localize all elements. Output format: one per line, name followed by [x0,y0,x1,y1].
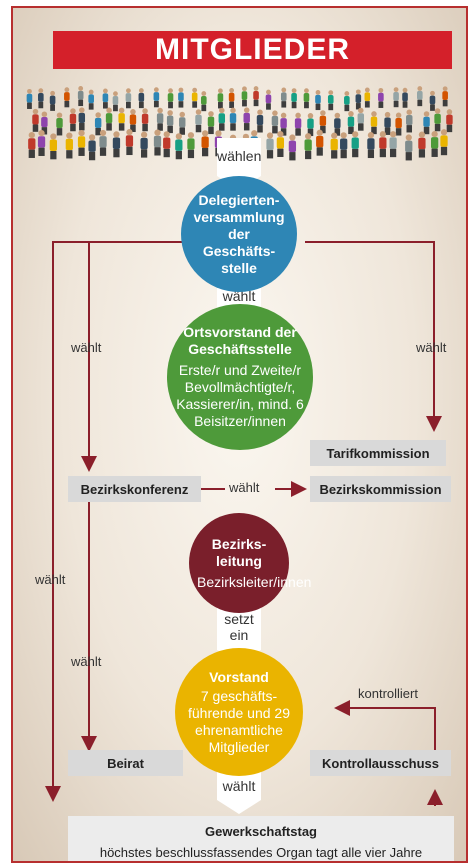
bezirksleitung-title: Bezirks-leitung [211,535,267,569]
delegierten-text: Delegierten-versammlung der Geschäfts-st… [193,191,285,276]
gewerkschaftstag-title: Gewerkschaftstag [205,824,317,839]
ortsvorstand-title: Ortsvorstand der Geschäftsstelle [183,324,297,357]
label-waehlt-bottom: wählt [217,778,261,794]
ortsvorstand-body: Erste/r und Zweite/r Bevollmächtigte/r, … [176,362,304,429]
gewerkschaftstag-subtitle: höchstes beschlussfassendes Organ tagt a… [99,845,423,860]
label-waehlt-mid: wählt [229,480,260,495]
bezirkskommission-box: Bezirkskommission [310,476,451,502]
vorstand-circle: Vorstand 7 geschäfts-führende und 29 ehr… [175,648,303,776]
label-kontrolliert: kontrolliert [358,686,418,701]
label-waehlt-left-top: wählt [71,340,102,355]
beirat-box: Beirat [68,750,183,776]
diagram-frame: MITGLIEDER [11,6,468,863]
label-waehlen: wählen [217,148,262,164]
bezirksleitung-circle: Bezirks-leitung Bezirksleiter/innen [189,513,312,613]
bezirksleitung-body: Bezirksleiter/innen [197,573,312,590]
tarifkommission-box: Tarifkommission [310,440,446,466]
label-waehlt-top: wählt [217,288,261,304]
vorstand-body: 7 geschäfts-führende und 29 ehrenamtlich… [188,687,290,755]
label-waehlt-right-top: wählt [416,340,447,355]
label-waehlt-left-bottom: wählt [71,654,102,669]
kontrollausschuss-box: Kontrollausschuss [310,750,451,776]
vorstand-title: Vorstand [209,668,269,685]
gewerkschaftstag-box: Gewerkschaftstag höchstes beschlussfasse… [68,816,454,861]
label-setzt-ein: setzt ein [217,611,261,643]
title-banner: MITGLIEDER [53,31,452,69]
ortsvorstand-circle: Ortsvorstand der Geschäftsstelle Erste/r… [167,304,313,450]
label-waehlt-far-left: wählt [35,572,66,587]
delegierten-circle: Delegierten-versammlung der Geschäfts-st… [181,176,297,292]
bezirkskonferenz-box: Bezirkskonferenz [68,476,201,502]
